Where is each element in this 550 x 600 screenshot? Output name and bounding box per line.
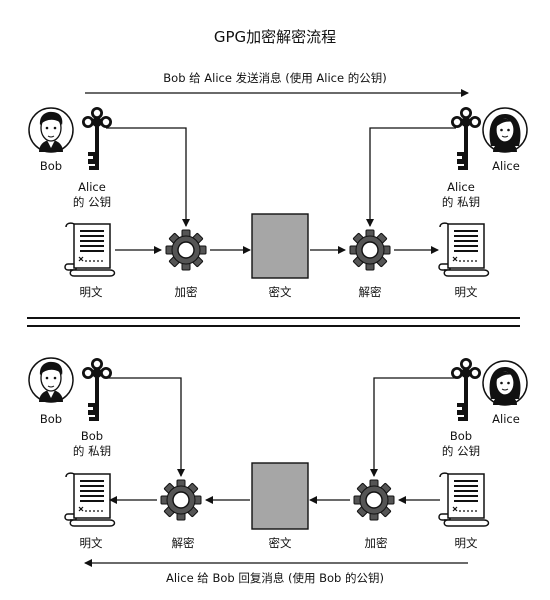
top-left-person-label: Bob [40, 159, 62, 173]
top-right-person-label: Alice [492, 159, 520, 173]
top-left-gear-label: 加密 [175, 285, 198, 299]
bottom-right-key-label-line1: Bob [450, 429, 472, 443]
top-right-doc-label: 明文 [455, 285, 478, 299]
ciphertext-box [251, 462, 309, 530]
key-icon [82, 107, 112, 170]
bottom-private-key-connector [106, 377, 185, 477]
bottom-left-doc-label: 明文 [80, 536, 103, 550]
document-scroll-icon [438, 222, 490, 277]
top-public-key-connector [106, 127, 190, 227]
bottom-right-doc-label: 明文 [455, 536, 478, 550]
page-title: GPG加密解密流程 [214, 28, 336, 46]
bottom-right-key-label-line2: 的 公钥 [442, 444, 480, 458]
bottom-left-person-label: Bob [40, 412, 62, 426]
gear-icon [165, 229, 207, 271]
bottom-left-key-label-line2: 的 私钥 [73, 444, 111, 458]
document-scroll-icon [64, 222, 116, 277]
gear-icon [349, 229, 391, 271]
alice-avatar-icon [482, 107, 528, 153]
top-right-gear-label: 解密 [359, 285, 382, 299]
top-left-key-label-line2: 的 公钥 [73, 195, 111, 209]
top-left-doc-label: 明文 [80, 285, 103, 299]
top-private-key-connector [366, 127, 456, 227]
top-direction-label: Bob 给 Alice 发送消息 (使用 Alice 的公钥) [163, 71, 386, 85]
gear-icon [353, 479, 395, 521]
top-left-key-label-line1: Alice [78, 180, 106, 194]
bottom-box-label: 密文 [269, 536, 292, 550]
bottom-right-person-label: Alice [492, 412, 520, 426]
key-icon [82, 358, 112, 421]
bottom-direction-label: Alice 给 Bob 回复消息 (使用 Bob 的公钥) [166, 571, 384, 585]
key-icon [451, 107, 481, 170]
document-scroll-icon [64, 472, 116, 527]
bob-avatar-icon [28, 107, 74, 153]
top-box-label: 密文 [269, 285, 292, 299]
bottom-left-key-label-line1: Bob [81, 429, 103, 443]
bob-avatar-icon [28, 357, 74, 403]
gear-icon [160, 479, 202, 521]
bottom-public-key-connector [370, 377, 456, 477]
top-right-key-label-line1: Alice [447, 180, 475, 194]
alice-avatar-icon [482, 360, 528, 406]
key-icon [451, 358, 481, 421]
top-right-key-label-line2: 的 私钥 [442, 195, 480, 209]
bottom-left-gear-label: 解密 [172, 536, 195, 550]
bottom-right-gear-label: 加密 [365, 536, 388, 550]
ciphertext-box [251, 213, 309, 279]
document-scroll-icon [438, 472, 490, 527]
